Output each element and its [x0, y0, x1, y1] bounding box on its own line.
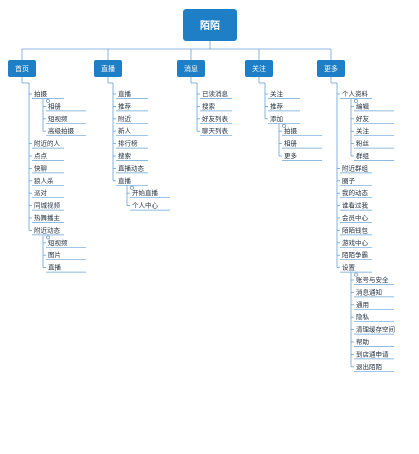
column-header: 关注 [252, 64, 266, 73]
node-child[interactable]: 粉丝 [356, 139, 370, 148]
node-item[interactable]: 附近群组 [342, 163, 369, 172]
expand-toggle-icon[interactable] [46, 99, 50, 103]
column-home[interactable]: 首页 [8, 60, 36, 77]
node-child[interactable]: 通用 [356, 300, 369, 309]
column-follow[interactable]: 关注 [245, 60, 273, 77]
node-item[interactable]: 同城视频 [34, 201, 61, 210]
node-child[interactable]: 编辑 [356, 101, 370, 110]
node-item[interactable]: 快聊 [34, 163, 48, 172]
node-child[interactable]: 高级拍摄 [48, 126, 75, 135]
connectors [21, 41, 354, 368]
node-item[interactable]: 圈子 [342, 177, 356, 185]
column-header: 更多 [324, 64, 338, 73]
expand-toggle-icon[interactable] [46, 235, 50, 240]
node-item[interactable]: 推荐 [270, 101, 284, 110]
node-child[interactable]: 个人中心 [132, 201, 159, 210]
expand-toggle-icon[interactable] [354, 99, 358, 103]
node-child[interactable]: 关注 [356, 126, 370, 135]
node-item[interactable]: 陌陌钱包 [342, 225, 369, 234]
node-item[interactable]: 派对 [34, 188, 48, 197]
column-header: 首页 [15, 64, 29, 73]
node-child[interactable]: 好友 [356, 114, 370, 123]
node-child[interactable]: 账号与安全 [356, 275, 389, 284]
node-child[interactable]: 相册 [284, 139, 298, 148]
node-item[interactable]: 热舞播主 [34, 213, 61, 222]
node-item[interactable]: 陌陌争霸 [342, 250, 368, 259]
node-child[interactable]: 直播 [48, 263, 62, 272]
node-child[interactable]: 到店通申请 [356, 349, 389, 358]
node-item[interactable]: 附近的人 [34, 139, 61, 148]
node-item[interactable]: 直播 [118, 176, 132, 185]
column-more[interactable]: 更多 [317, 60, 345, 77]
node-child[interactable]: 隐私 [356, 312, 370, 321]
node-item[interactable]: 新人 [118, 126, 132, 135]
node-child[interactable]: 帮助 [356, 337, 370, 346]
node-item[interactable]: 个人资料 [342, 89, 369, 98]
node-child[interactable]: 消息通知 [356, 287, 382, 296]
node-child[interactable]: 开始直播 [132, 188, 159, 197]
node-child[interactable]: 清理缓存空间 [356, 325, 395, 334]
node-child[interactable]: 更多 [284, 151, 298, 160]
node-item[interactable]: 附近 [118, 114, 132, 123]
column-live[interactable]: 直播 [94, 60, 122, 77]
nodes: 拍摄相册短视频高级拍摄附近的人点点快聊狼人杀派对同城视频热舞播主附近动态短视频图… [32, 89, 395, 372]
node-item[interactable]: 搜索 [202, 101, 216, 110]
node-child[interactable]: 短视频 [48, 238, 68, 247]
node-item[interactable]: 谁看过我 [342, 201, 369, 210]
node-child[interactable]: 相册 [48, 101, 62, 110]
node-item[interactable]: 推荐 [118, 101, 132, 110]
node-item[interactable]: 直播 [118, 89, 132, 98]
node-item[interactable]: 点点 [34, 152, 48, 160]
node-item[interactable]: 排行榜 [118, 139, 138, 148]
node-child[interactable]: 退出陌陌 [356, 362, 383, 371]
node-item[interactable]: 搜索 [118, 151, 132, 160]
node-item[interactable]: 好友列表 [202, 114, 229, 123]
node-item[interactable]: 关注 [270, 89, 284, 98]
expand-toggle-icon[interactable] [354, 272, 358, 277]
root-label: 陌陌 [200, 20, 220, 32]
node-item[interactable]: 聊天列表 [202, 126, 229, 135]
column-header: 消息 [184, 64, 198, 73]
node-item[interactable]: 会员中心 [342, 213, 369, 222]
node-item[interactable]: 我的动态 [342, 188, 369, 197]
node-item[interactable]: 已读消息 [202, 89, 229, 98]
column-messages[interactable]: 消息 [177, 60, 205, 77]
expand-toggle-icon[interactable] [282, 123, 286, 128]
node-child[interactable]: 群组 [356, 151, 370, 160]
column-header: 直播 [101, 64, 115, 73]
root-node[interactable]: 陌陌 [183, 9, 237, 41]
node-item[interactable]: 游戏中心 [342, 238, 369, 247]
node-item[interactable]: 设置 [342, 263, 356, 272]
expand-toggle-icon[interactable] [130, 185, 134, 190]
node-child[interactable]: 图片 [48, 250, 61, 259]
node-item[interactable]: 狼人杀 [34, 176, 54, 185]
node-item[interactable]: 附近动态 [34, 225, 61, 234]
node-child[interactable]: 拍摄 [284, 126, 298, 135]
node-item[interactable]: 添加 [270, 114, 283, 123]
node-item[interactable]: 直播动态 [118, 163, 145, 172]
node-child[interactable]: 短视频 [48, 114, 68, 123]
node-item[interactable]: 拍摄 [34, 89, 48, 98]
